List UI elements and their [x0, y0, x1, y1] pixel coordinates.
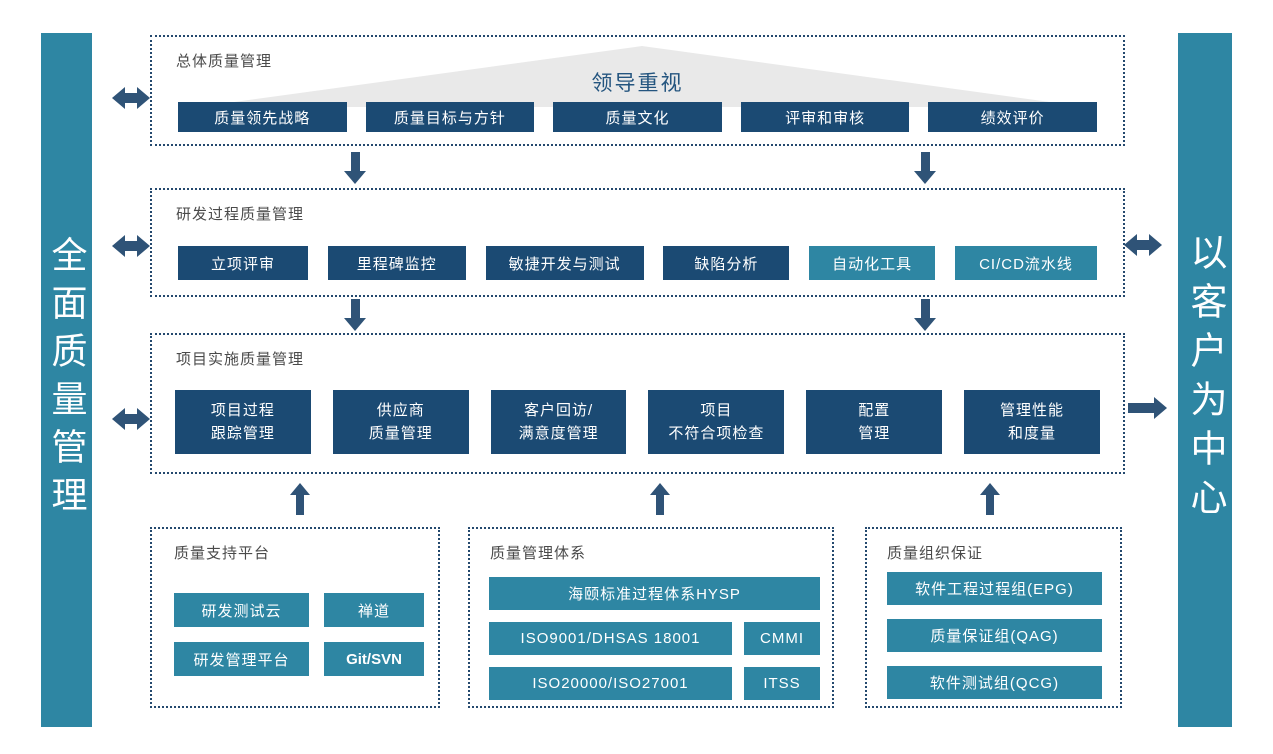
org-button: 质量保证组(QAG) [887, 619, 1102, 652]
overall-button: 绩效评价 [928, 102, 1097, 132]
system-button: CMMI [744, 622, 820, 655]
system-button: ISO9001/DHSAS 18001 [489, 622, 732, 655]
system-button-row: ISO9001/DHSAS 18001 CMMI [489, 622, 820, 655]
up-arrow-icon [980, 483, 1000, 515]
leadership-banner-label: 领导重视 [591, 72, 684, 95]
process-button: CI/CD流水线 [954, 246, 1097, 280]
overall-quality-box: 总体质量管理 领导重视 质量领先战略 质量目标与方针 质量文化 评审和审核 绩效… [150, 35, 1125, 146]
project-button: 项目过程 跟踪管理 [175, 390, 311, 454]
down-arrow-icon [344, 152, 366, 184]
left-right-arrow-icon [1124, 234, 1162, 256]
project-buttons-row: 项目过程 跟踪管理 供应商 质量管理 客户回访/ 满意度管理 项目 不符合项检查… [175, 390, 1100, 454]
org-box-title: 质量组织保证 [887, 545, 984, 562]
system-buttons-stack: 海颐标准过程体系HYSP ISO9001/DHSAS 18001 CMMI IS… [489, 577, 820, 712]
up-arrow-icon [290, 483, 310, 515]
org-button: 软件工程过程组(EPG) [887, 572, 1102, 605]
down-arrow-icon [914, 152, 936, 184]
project-button: 管理性能 和度量 [964, 390, 1100, 454]
org-buttons-stack: 软件工程过程组(EPG) 质量保证组(QAG) 软件测试组(QCG) [887, 572, 1102, 713]
project-button: 项目 不符合项检查 [648, 390, 785, 454]
process-button: 敏捷开发与测试 [485, 246, 644, 280]
project-button-line2: 质量管理 [368, 425, 433, 442]
leadership-triangle [198, 46, 1086, 107]
project-button-line1: 管理性能 [1000, 402, 1065, 419]
overall-button: 质量目标与方针 [365, 102, 535, 132]
down-arrow-icon [344, 299, 366, 331]
project-button: 配置 管理 [806, 390, 943, 454]
process-box-title: 研发过程质量管理 [176, 206, 305, 223]
system-button: 海颐标准过程体系HYSP [489, 577, 820, 610]
project-button-line2: 满意度管理 [518, 425, 599, 442]
left-right-arrow-icon [112, 87, 150, 109]
overall-button: 评审和审核 [740, 102, 910, 132]
project-button-line1: 供应商 [376, 402, 425, 419]
left-right-arrow-icon [112, 235, 150, 257]
system-button: ISO20000/ISO27001 [489, 667, 732, 700]
process-button: 立项评审 [178, 246, 308, 280]
platform-button: 研发管理平台 [174, 642, 309, 676]
quality-org-box: 质量组织保证 软件工程过程组(EPG) 质量保证组(QAG) 软件测试组(QCG… [865, 527, 1122, 708]
project-button-line2: 管理 [858, 425, 891, 442]
left-right-arrow-icon [112, 408, 150, 430]
quality-platform-box: 质量支持平台 研发测试云 禅道 研发管理平台 Git/SVN [150, 527, 440, 708]
overall-buttons-row: 质量领先战略 质量目标与方针 质量文化 评审和审核 绩效评价 [178, 102, 1097, 132]
overall-button: 质量文化 [553, 102, 722, 132]
project-button-line1: 配置 [858, 402, 891, 419]
left-bar-total-quality: 全面质量管理 [41, 33, 92, 727]
platform-button: Git/SVN [324, 642, 424, 676]
project-button-line1: 项目 [700, 402, 733, 419]
platform-buttons-grid: 研发测试云 禅道 研发管理平台 Git/SVN [174, 593, 424, 676]
system-box-title: 质量管理体系 [490, 545, 587, 562]
process-button: 里程碑监控 [327, 246, 466, 280]
project-button-line2: 跟踪管理 [210, 425, 275, 442]
quality-system-box: 质量管理体系 海颐标准过程体系HYSP ISO9001/DHSAS 18001 … [468, 527, 834, 708]
process-button: 自动化工具 [809, 246, 936, 280]
project-quality-box: 项目实施质量管理 项目过程 跟踪管理 供应商 质量管理 客户回访/ 满意度管理 … [150, 333, 1125, 474]
process-button: 缺陷分析 [663, 246, 790, 280]
system-button-row: ISO20000/ISO27001 ITSS [489, 667, 820, 700]
right-arrow-icon [1128, 397, 1167, 419]
overall-button: 质量领先战略 [178, 102, 347, 132]
system-button: ITSS [744, 667, 820, 700]
overall-box-title: 总体质量管理 [176, 53, 273, 70]
project-button: 供应商 质量管理 [332, 390, 469, 454]
right-bar-customer-centric: 以客户为中心 [1178, 33, 1232, 727]
rd-process-quality-box: 研发过程质量管理 立项评审 里程碑监控 敏捷开发与测试 缺陷分析 自动化工具 C… [150, 188, 1125, 297]
project-button-line2: 不符合项检查 [668, 425, 765, 442]
project-button-line1: 客户回访/ [523, 402, 594, 419]
project-button: 客户回访/ 满意度管理 [490, 390, 627, 454]
project-button-line2: 和度量 [1008, 425, 1057, 442]
platform-box-title: 质量支持平台 [174, 545, 271, 562]
org-button: 软件测试组(QCG) [887, 666, 1102, 699]
platform-button: 研发测试云 [174, 593, 309, 627]
process-buttons-row: 立项评审 里程碑监控 敏捷开发与测试 缺陷分析 自动化工具 CI/CD流水线 [178, 246, 1097, 280]
up-arrow-icon [650, 483, 670, 515]
project-button-line1: 项目过程 [210, 402, 275, 419]
down-arrow-icon [914, 299, 936, 331]
project-box-title: 项目实施质量管理 [176, 351, 305, 368]
platform-button: 禅道 [324, 593, 424, 627]
